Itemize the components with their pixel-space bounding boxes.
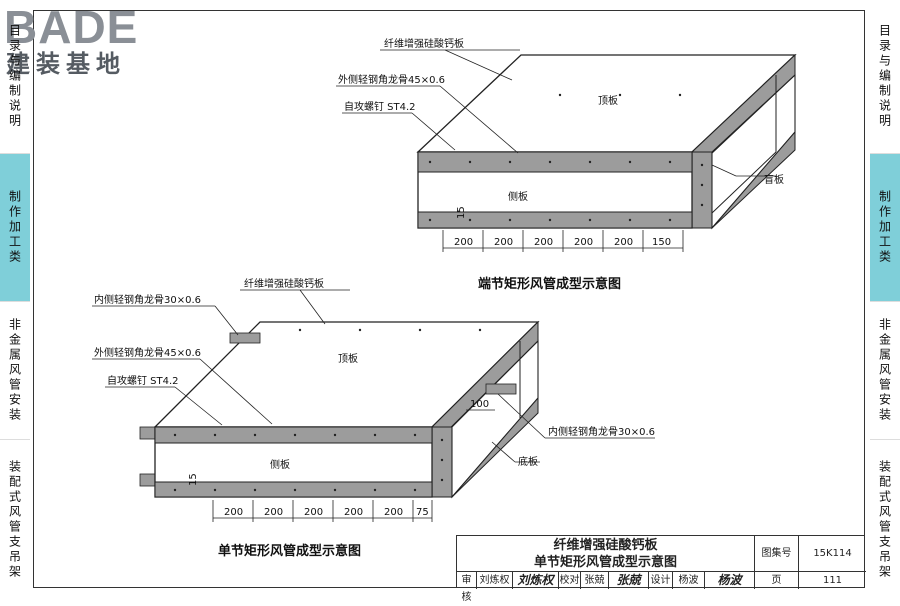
end-duct-dim-2: 200 <box>494 237 513 248</box>
single-duct-inner-dim: 100 <box>470 399 489 410</box>
end-duct-screw-label: 自攻螺钉 ST4.2 <box>344 100 416 113</box>
design-label: 设计 <box>649 572 673 589</box>
right-tab-duct-install[interactable]: 非金属风管安装 <box>870 302 900 440</box>
title-block-title-line1: 纤维增强硅酸钙板 <box>553 538 658 553</box>
left-tab-support[interactable]: 装配式风管支吊架 <box>0 440 30 600</box>
end-duct-edge-dim: 15 <box>456 206 467 219</box>
checker-signature: 张兢 <box>609 572 649 589</box>
single-duct-screws <box>173 328 482 492</box>
left-tab-fabrication[interactable]: 制作加工类 <box>0 154 30 302</box>
reviewer-name: 刘炼权 <box>477 572 513 589</box>
atlas-label: 图集号 <box>755 536 799 572</box>
end-duct-board-label: 纤维增强硅酸钙板 <box>384 37 464 50</box>
end-duct-front-post <box>691 151 713 229</box>
single-duct-outer-angle-top <box>154 426 433 444</box>
page-label: 页 <box>755 572 799 589</box>
single-duct-outer-angle-label: 外侧轻钢角龙骨45×0.6 <box>94 346 201 359</box>
logo: BADE 建装基地 <box>4 4 138 78</box>
reviewer-signature: 刘炼权 <box>513 572 559 589</box>
single-duct-inner-angle-right-label: 内侧轻钢角龙骨30×0.6 <box>548 425 655 438</box>
single-duct-caption: 单节矩形风管成型示意图 <box>218 543 361 559</box>
end-duct-dim-5: 200 <box>614 237 633 248</box>
end-duct-outer-angle-label: 外侧轻钢角龙骨45×0.6 <box>338 73 445 86</box>
single-duct-top-panel-label: 顶板 <box>338 352 358 365</box>
left-tab-contents[interactable]: 目录与编制说明 <box>0 0 30 154</box>
right-tab-support[interactable]: 装配式风管支吊架 <box>870 440 900 600</box>
right-tab-strip: 目录与编制说明 制作加工类 非金属风管安装 装配式风管支吊架 <box>870 0 900 600</box>
single-duct-inner-angle-label: 内侧轻钢角龙骨30×0.6 <box>94 293 201 306</box>
single-duct-diagram: 纤维增强硅酸钙板 内侧轻钢角龙骨30×0.6 外侧轻钢角龙骨45×0.6 自攻螺… <box>92 277 655 559</box>
single-duct-screw-label: 自攻螺钉 ST4.2 <box>107 374 179 387</box>
single-duct-board-label: 纤维增强硅酸钙板 <box>244 277 324 290</box>
drawing-frame <box>33 10 865 588</box>
right-tab-duct-install-label: 非金属风管安装 <box>877 318 892 423</box>
single-duct-dim-4: 200 <box>344 507 363 518</box>
review-label: 审核 <box>457 572 477 603</box>
single-duct-edge-dim: 15 <box>188 473 199 486</box>
end-duct-blind-panel-label: 盲板 <box>764 173 784 186</box>
title-block: 纤维增强硅酸钙板 单节矩形风管成型示意图 图集号 15K114 审核 刘炼权 刘… <box>456 535 866 603</box>
end-duct-outer-angle-top <box>417 151 693 173</box>
end-duct-side-panel-label: 侧板 <box>508 190 528 203</box>
check-label: 校对 <box>559 572 581 589</box>
single-duct-dim-2: 200 <box>264 507 283 518</box>
left-tab-fabrication-label: 制作加工类 <box>7 190 22 265</box>
single-duct-dim-1: 200 <box>224 507 243 518</box>
title-block-title: 纤维增强硅酸钙板 单节矩形风管成型示意图 <box>457 536 755 572</box>
single-duct-outer-angle-bottom <box>154 481 433 498</box>
end-duct-outer-angle-bottom <box>417 211 693 229</box>
title-block-title-line2: 单节矩形风管成型示意图 <box>533 555 677 570</box>
single-duct-dim-6: 75 <box>416 507 429 518</box>
atlas-number: 15K114 <box>799 536 866 572</box>
end-duct-dim-4: 200 <box>574 237 593 248</box>
right-tab-fabrication-label: 制作加工类 <box>877 190 892 265</box>
logo-brand: BADE <box>4 1 139 53</box>
left-tab-duct-install[interactable]: 非金属风管安装 <box>0 302 30 440</box>
designer-name: 杨波 <box>673 572 705 589</box>
left-tab-contents-label: 目录与编制说明 <box>7 24 22 129</box>
left-tab-support-label: 装配式风管支吊架 <box>7 460 22 580</box>
single-duct-bottom-panel-label: 底板 <box>518 455 538 468</box>
logo-subtitle: 建装基地 <box>6 50 126 78</box>
checker-name: 张兢 <box>581 572 609 589</box>
end-duct-caption: 端节矩形风管成型示意图 <box>478 276 621 292</box>
designer-signature: 杨波 <box>705 572 755 589</box>
end-duct-dim-6: 150 <box>652 237 671 248</box>
right-tab-support-label: 装配式风管支吊架 <box>877 460 892 580</box>
single-duct-dimension-line <box>212 500 433 522</box>
right-tab-contents[interactable]: 目录与编制说明 <box>870 0 900 154</box>
end-duct-dimension-line <box>442 230 684 252</box>
single-duct-dim-5: 200 <box>384 507 403 518</box>
end-duct-bottom-right-rail <box>711 130 796 229</box>
left-tab-duct-install-label: 非金属风管安装 <box>7 318 22 423</box>
right-tab-contents-label: 目录与编制说明 <box>877 24 892 129</box>
end-duct-dim-1: 200 <box>454 237 473 248</box>
single-duct-top-panel <box>153 321 540 428</box>
single-duct-dim-3: 200 <box>304 507 323 518</box>
end-duct-screws <box>428 93 704 222</box>
left-tab-strip: 目录与编制说明 制作加工类 非金属风管安装 装配式风管支吊架 <box>0 0 30 600</box>
single-duct-side-panel-label: 侧板 <box>270 458 290 471</box>
end-duct-top-panel-label: 顶板 <box>598 94 618 107</box>
end-duct-dim-3: 200 <box>534 237 553 248</box>
page-number: 111 <box>822 575 843 586</box>
single-duct-front-post <box>431 426 453 498</box>
end-duct-diagram: 纤维增强硅酸钙板 外侧轻钢角龙骨45×0.6 自攻螺钉 ST4.2 顶板 侧板 … <box>336 37 797 292</box>
right-tab-fabrication[interactable]: 制作加工类 <box>870 154 900 302</box>
